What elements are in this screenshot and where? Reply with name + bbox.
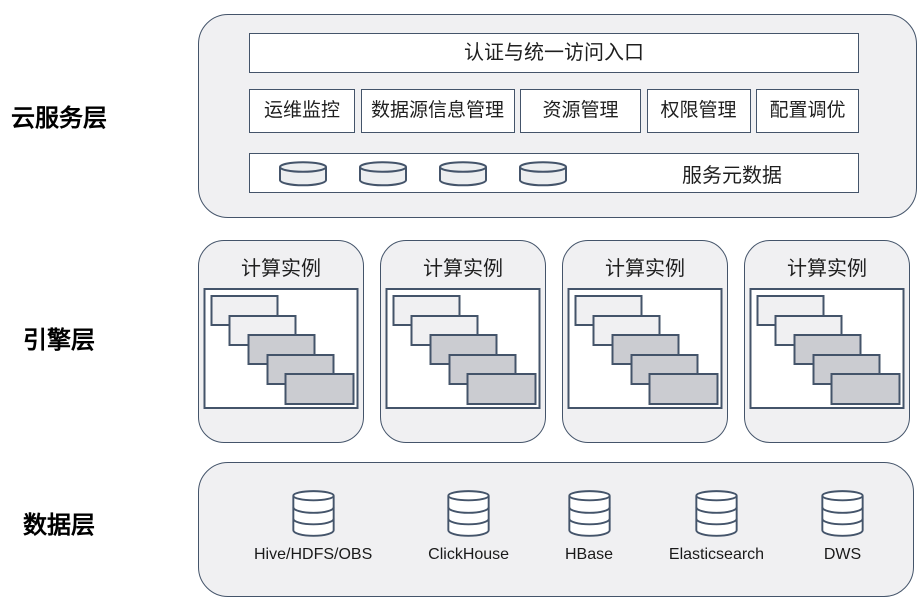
service-metadata-label: 服务元数据 — [682, 162, 782, 187]
compute-instance-title: 计算实例 — [241, 256, 321, 280]
cloud-service-panel: 认证与统一访问入口 运维监控 数据源信息管理 资源管理 权限管理 配置调优 — [198, 14, 917, 218]
layer-label-data: 数据层 — [23, 512, 95, 539]
datastore-item: Hive/HDFS/OBS — [254, 489, 372, 564]
layer-label-engine: 引擎层 — [23, 327, 95, 354]
stack-rect — [830, 373, 901, 405]
database-icon — [821, 490, 864, 537]
compute-instance-title: 计算实例 — [423, 256, 503, 280]
database-icon — [292, 490, 335, 537]
data-layer-panel: Hive/HDFS/OBS ClickHouse HBase — [198, 462, 914, 597]
datastore-row: Hive/HDFS/OBS ClickHouse HBase — [199, 489, 913, 564]
datastore-label: HBase — [564, 546, 614, 563]
datastore-label: DWS — [823, 546, 862, 563]
layer-label-cloud-service: 云服务层 — [11, 105, 107, 132]
compute-instance-title: 计算实例 — [605, 256, 685, 280]
task-stack — [203, 288, 359, 409]
compute-instance-title: 计算实例 — [787, 256, 867, 280]
stack-rect — [466, 373, 537, 405]
datastore-item: Elasticsearch — [669, 489, 764, 564]
service-metadata-box: 服务元数据 — [249, 153, 859, 193]
management-modules-row: 运维监控 数据源信息管理 资源管理 权限管理 配置调优 — [249, 89, 859, 133]
datastore-label: ClickHouse — [428, 546, 510, 563]
task-stack — [749, 288, 905, 409]
engine-layer-row: 计算实例 计算实例 计算实例 — [198, 240, 910, 443]
auth-entry-box: 认证与统一访问入口 — [249, 33, 859, 73]
database-cylinder-icon — [279, 160, 327, 186]
datastore-item: ClickHouse — [428, 489, 509, 564]
module-box-config-tuning: 配置调优 — [756, 89, 859, 133]
database-cylinder-icon — [519, 160, 567, 186]
stack-rect — [648, 373, 719, 405]
database-icon — [695, 490, 738, 537]
stack-rect — [284, 373, 355, 405]
compute-instance-card: 计算实例 — [562, 240, 728, 443]
datastore-label: Hive/HDFS/OBS — [254, 546, 373, 563]
compute-instance-card: 计算实例 — [744, 240, 910, 443]
datastore-item: DWS — [820, 489, 865, 564]
task-stack — [567, 288, 723, 409]
compute-instance-card: 计算实例 — [198, 240, 364, 443]
database-icon — [447, 490, 490, 537]
database-cylinder-icon — [359, 160, 407, 186]
database-cylinder-icon — [439, 160, 487, 186]
task-stack — [385, 288, 541, 409]
datastore-item: HBase — [565, 489, 613, 564]
module-box-ops-monitoring: 运维监控 — [249, 89, 355, 133]
compute-instance-card: 计算实例 — [380, 240, 546, 443]
module-box-permission-mgmt: 权限管理 — [646, 89, 751, 133]
datastore-label: Elasticsearch — [668, 546, 765, 563]
database-icon — [567, 490, 611, 537]
module-box-resource-mgmt: 资源管理 — [520, 89, 641, 133]
module-box-datasource-info-mgmt: 数据源信息管理 — [360, 89, 515, 133]
